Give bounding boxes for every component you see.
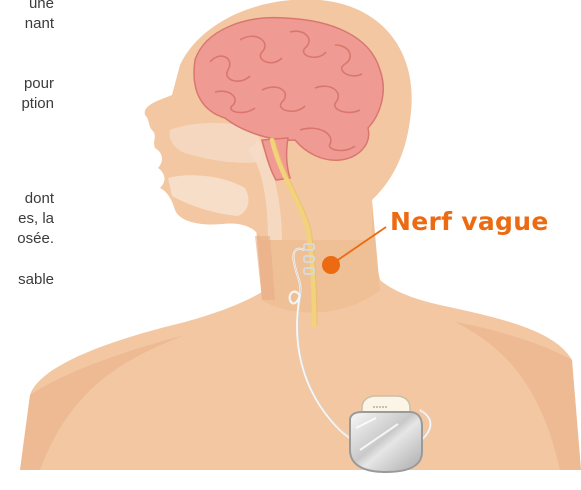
nerve-marker-dot <box>322 256 340 274</box>
device-body <box>350 412 422 472</box>
nerve-label: Nerf vague <box>390 207 549 236</box>
